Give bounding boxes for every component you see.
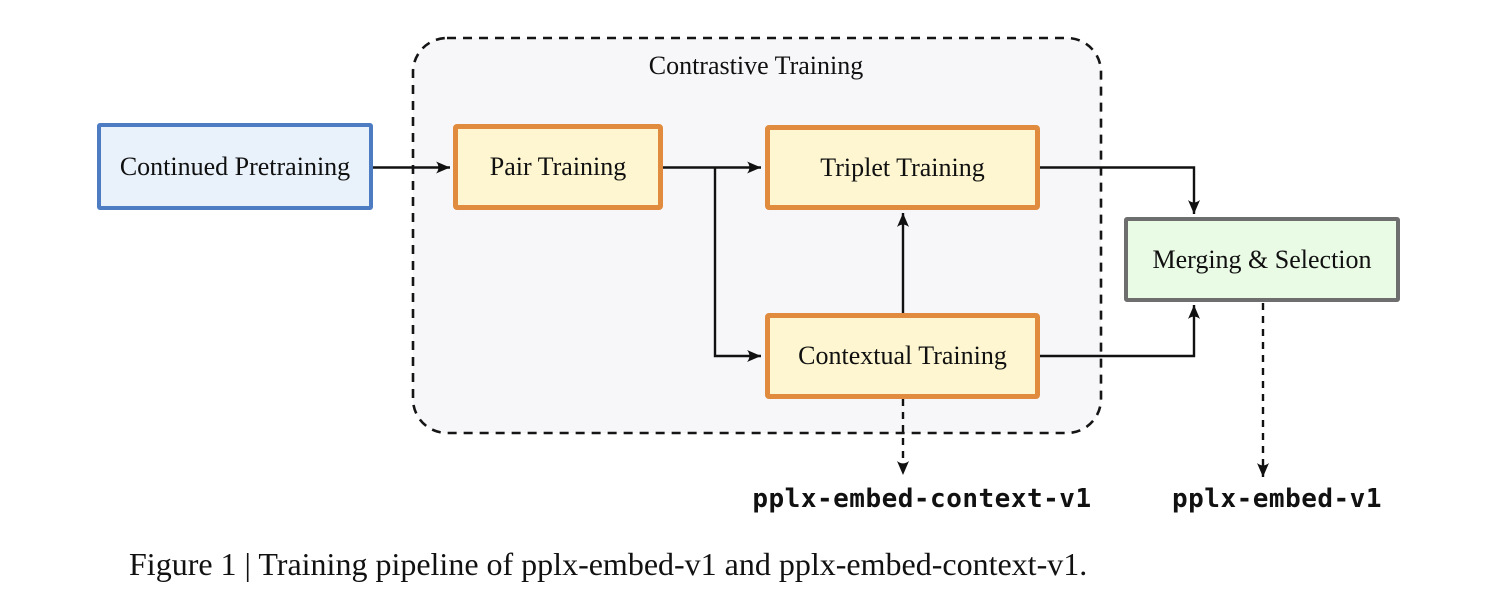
figure-caption: Figure 1 | Training pipeline of pplx-emb… bbox=[129, 546, 1088, 582]
node-contextual-training-label: Contextual Training bbox=[798, 341, 1007, 370]
node-pair-training-label: Pair Training bbox=[489, 152, 627, 181]
node-continued-pretraining: Continued Pretraining bbox=[97, 123, 373, 210]
node-merging-selection-label: Merging & Selection bbox=[1152, 244, 1372, 274]
arrow-triplet-to-merging bbox=[1040, 166, 1200, 214]
output-label-pplx-embed-context-v1: pplx-embed-context-v1 bbox=[752, 484, 1092, 514]
node-triplet-training: Triplet Training bbox=[765, 125, 1040, 210]
arrow-contextual-to-merging bbox=[1040, 305, 1200, 358]
node-triplet-training-label: Triplet Training bbox=[820, 152, 985, 182]
node-merging-selection: Merging & Selection bbox=[1124, 217, 1400, 302]
node-continued-pretraining-label: Continued Pretraining bbox=[119, 151, 351, 181]
contrastive-training-label: Contrastive Training bbox=[648, 51, 864, 80]
node-contextual-training: Contextual Training bbox=[765, 313, 1040, 399]
output-label-pplx-embed-v1: pplx-embed-v1 bbox=[1172, 484, 1382, 514]
node-pair-training: Pair Training bbox=[453, 124, 663, 210]
arrow-pair-to-contextual bbox=[713, 167, 761, 362]
